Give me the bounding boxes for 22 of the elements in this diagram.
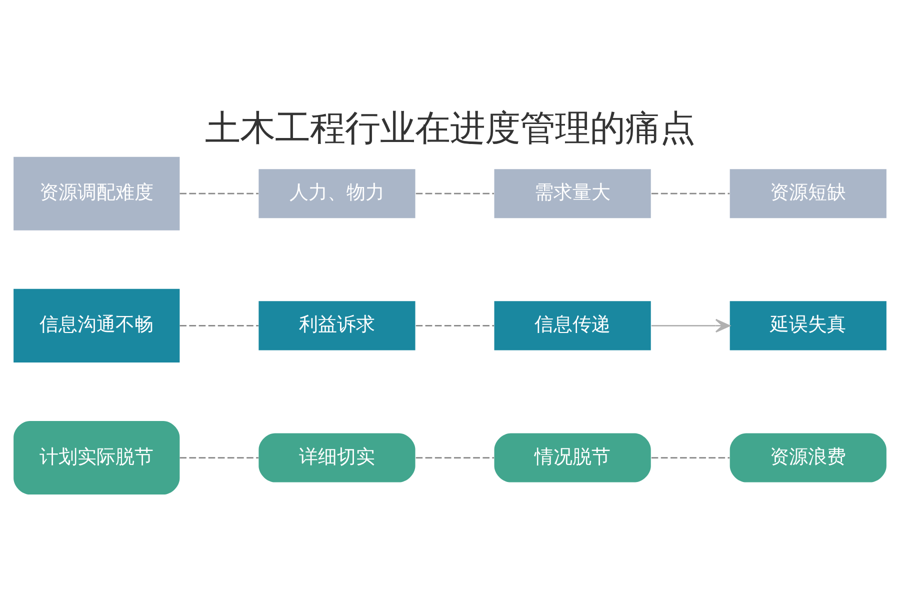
connector [416,324,494,326]
connector [416,456,494,458]
node-box: 资源浪费 [730,432,886,482]
node-box: 资源调配难度 [14,156,180,230]
node-box: 信息传递 [494,300,651,350]
node-box: 需求量大 [494,168,651,218]
node-box: 资源短缺 [730,168,886,218]
node-box: 情况脱节 [494,432,651,482]
arrow [651,318,730,332]
connector [416,192,494,194]
node-box: 计划实际脱节 [14,420,180,494]
node-box: 利益诉求 [258,300,416,350]
connector [651,192,730,194]
connector [651,456,730,458]
diagram-title: 土木工程行业在进度管理的痛点 [205,108,695,149]
connector [180,456,258,458]
connector [180,192,258,194]
node-box: 信息沟通不畅 [14,288,180,362]
node-box: 延误失真 [730,300,886,350]
node-box: 详细切实 [258,432,416,482]
connector [180,324,258,326]
node-box: 人力、物力 [258,168,416,218]
